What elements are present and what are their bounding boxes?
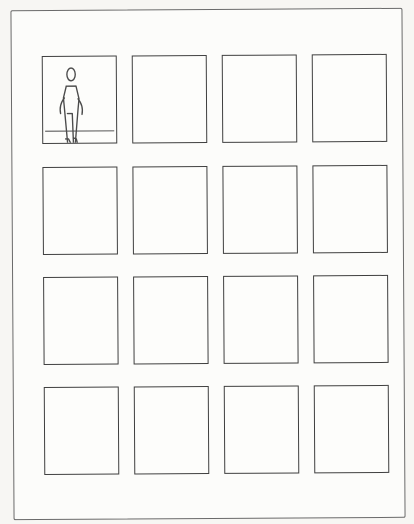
panel-1 [42, 56, 118, 144]
panel-10 [133, 276, 209, 364]
panel-11 [223, 275, 299, 363]
panel-8 [312, 165, 388, 253]
panel-2 [132, 55, 208, 143]
storyboard-sheet [10, 8, 405, 520]
panel-5 [42, 167, 118, 255]
panel-12 [313, 275, 389, 363]
panel-6 [132, 166, 208, 254]
panel-13 [44, 387, 120, 475]
panel-14 [134, 386, 210, 474]
person-figure-icon [43, 57, 117, 143]
panel-16 [314, 385, 390, 473]
panel-4 [312, 54, 388, 142]
panel-15 [224, 385, 300, 473]
panel-7 [222, 165, 298, 253]
panel-3 [222, 54, 298, 142]
panel-9 [43, 277, 119, 365]
panel-grid [11, 9, 404, 519]
